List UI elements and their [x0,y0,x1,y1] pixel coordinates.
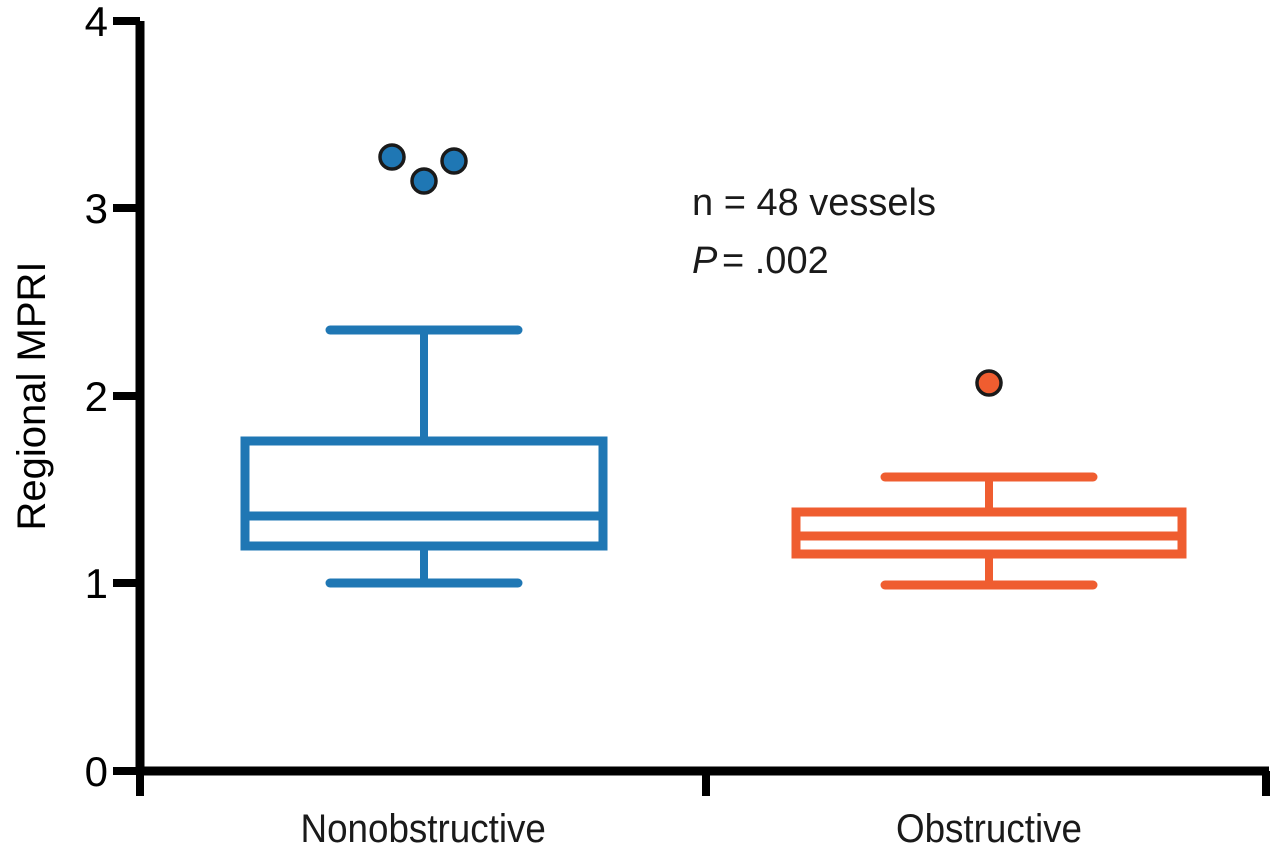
category-label-nonobstructive: Nonobstructive [301,807,546,850]
iqr-box [240,436,608,551]
annotation-p-value: P = .002 [692,240,829,282]
category-label-obstructive: Obstructive [896,807,1082,850]
annotation-sample-size: n = 48 vessels [692,182,936,224]
box-obstructive [791,369,1187,590]
outlier-point [378,143,406,171]
y-tick-label-0: 0 [85,748,108,795]
y-tick-label-2: 2 [85,373,108,420]
box-nonobstructive [240,143,608,588]
outlier-point [410,167,438,195]
y-tick-label-4: 4 [85,0,108,45]
y-tick-label-3: 3 [85,185,108,232]
outlier-point [975,369,1003,397]
y-tick-label-1: 1 [85,560,108,607]
x-axis [136,766,1270,796]
outlier-point [440,147,468,175]
y-axis [113,17,145,775]
p-symbol: P [692,240,718,282]
p-value-text: = .002 [722,240,829,282]
y-axis-title: Regional MPRI [10,261,54,530]
